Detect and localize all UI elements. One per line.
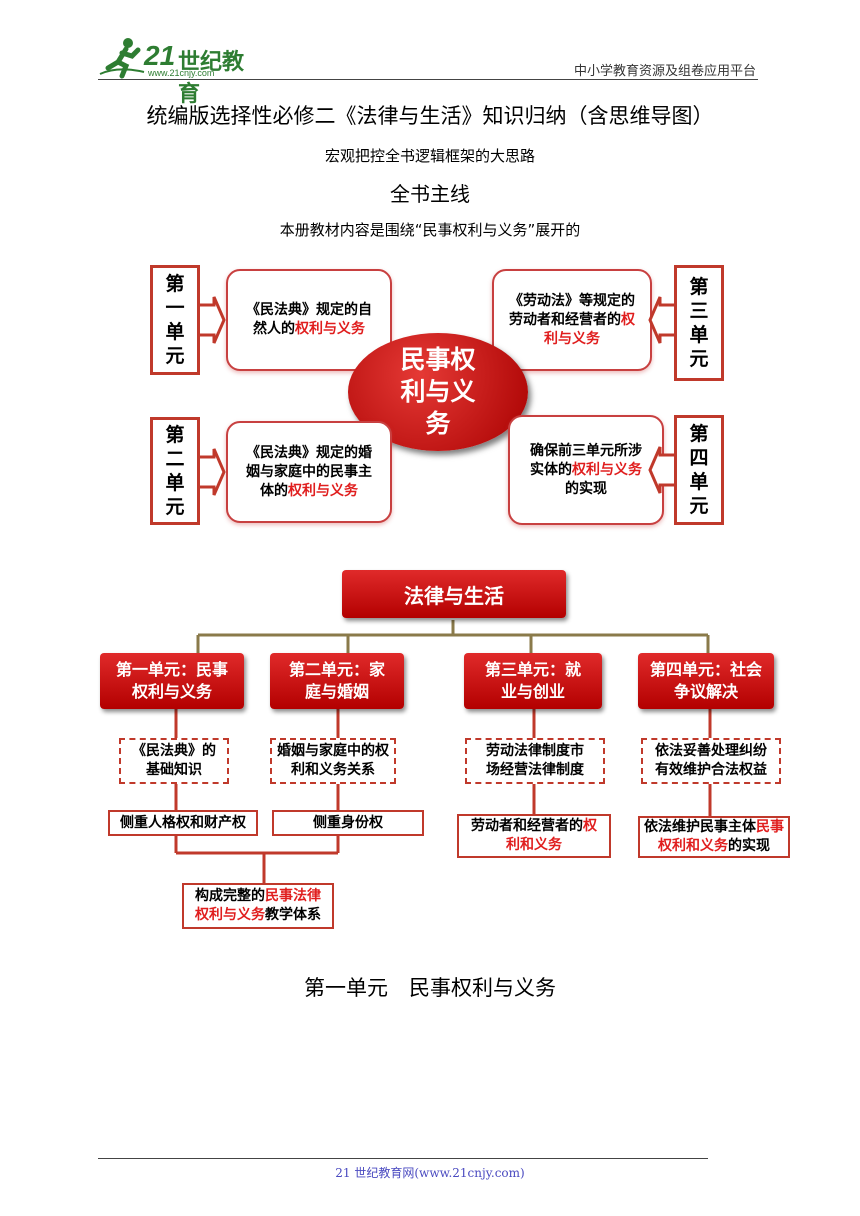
center-node-text: 民事权利与义务	[400, 345, 476, 438]
unit-topic-2: 婚姻与家庭中的权利和义务关系	[270, 738, 396, 784]
mindmap-main-line: 第一单元 《民法典》规定的自然人的权利与义务 《劳动法》等规定的劳动者和经营者的…	[140, 255, 740, 535]
unit-label-3: 第三单元	[674, 265, 724, 381]
logo-number: 21	[144, 40, 176, 71]
unit-card-4: 第四单元：社会争议解决	[638, 653, 774, 709]
arrow-left-icon	[648, 446, 674, 494]
logo-text: 世纪教育	[178, 50, 245, 107]
platform-name: 中小学教育资源及组卷应用平台	[573, 64, 756, 79]
unit-desc-4: 确保前三单元所涉实体的权利与义务的实现	[508, 415, 664, 525]
unit-heading: 第一单元 民事权利与义务	[304, 976, 556, 1000]
unit-desc-2: 《民法典》规定的婚姻与家庭中的民事主体的权利与义务	[226, 421, 392, 523]
intro-text: 本册教材内容是围绕“民事权利与义务”展开的	[279, 221, 581, 239]
unit-label-1: 第一单元	[150, 265, 200, 375]
unit-focus-1: 侧重人格权和财产权	[108, 810, 258, 836]
summary-box: 构成完整的民事法律权利与义务教学体系	[182, 883, 334, 929]
unit-label-3-text: 第三单元	[689, 276, 709, 370]
arrow-left-icon	[648, 296, 674, 344]
connector-lines	[174, 620, 712, 883]
unit-topic-3: 劳动法律制度市场经营法律制度	[465, 738, 605, 784]
unit-label-4-text: 第四单元	[689, 423, 709, 517]
unit-label-4: 第四单元	[674, 415, 724, 525]
unit-desc-3: 《劳动法》等规定的劳动者和经营者的权利与义务	[492, 269, 652, 371]
unit-card-3: 第三单元：就业与创业	[464, 653, 602, 709]
page-title: 统编版选择性必修二《法律与生活》知识归纳（含思维导图）	[146, 104, 714, 128]
root-node: 法律与生活	[342, 570, 566, 618]
logo: 21 世纪教育 www.21cnjy.com	[98, 36, 258, 107]
unit-topic-1: 《民法典》的基础知识	[119, 738, 229, 784]
unit-desc-1: 《民法典》规定的自然人的权利与义务	[226, 269, 392, 371]
unit-card-1: 第一单元：民事权利与义务	[100, 653, 244, 709]
footer-text: 21 世纪教育网(www.21cnjy.com)	[335, 1166, 525, 1180]
section-heading: 全书主线	[390, 182, 470, 206]
mindmap-structure: 法律与生活 第一单元：民事权利与义务 第二单元：家庭与婚姻 第三单元：就业与创业…	[98, 565, 798, 935]
unit-focus-2: 侧重身份权	[272, 810, 424, 836]
unit-label-2-text: 第二单元	[165, 424, 185, 518]
arrow-right-icon	[200, 448, 226, 496]
unit-topic-4: 依法妥善处理纠纷有效维护合法权益	[641, 738, 781, 784]
unit-label-2: 第二单元	[150, 417, 200, 525]
unit-label-1-text: 第一单元	[165, 273, 185, 367]
unit-focus-4: 依法维护民事主体民事权利和义务的实现	[638, 816, 790, 858]
page-subtitle: 宏观把控全书逻辑框架的大思路	[324, 147, 535, 165]
unit-focus-3: 劳动者和经营者的权利和义务	[457, 814, 611, 858]
arrow-right-icon	[200, 296, 226, 344]
runner-logo-icon	[99, 38, 145, 79]
unit-card-2: 第二单元：家庭与婚姻	[270, 653, 404, 709]
footer-rule	[98, 1158, 708, 1159]
logo-url: www.21cnjy.com	[148, 68, 215, 78]
header-rule	[98, 79, 758, 80]
